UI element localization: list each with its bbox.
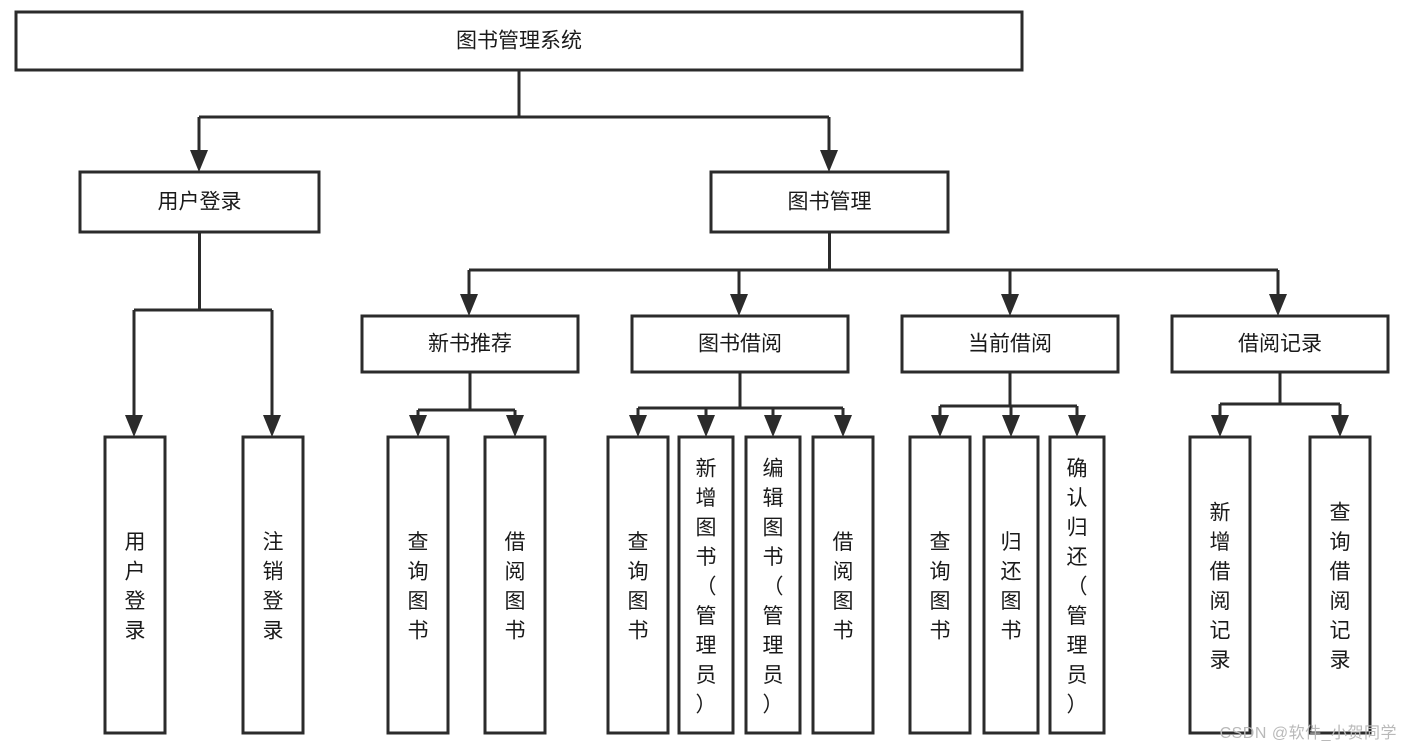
leaf-query-book-2-label: 查询图书 <box>628 531 649 643</box>
leaf-query-book-2[interactable]: 查询图书 <box>606 435 670 735</box>
node-book-borrow[interactable]: 图书借阅 <box>630 314 850 374</box>
leaf-query-book-3[interactable]: 查询图书 <box>908 435 972 735</box>
leaf-user-login-rect <box>103 435 167 735</box>
leaf-query-borrow-record-label: 查询借阅记录 <box>1330 502 1351 673</box>
leaf-edit-book-admin-label: 编辑图书（管理员） <box>763 457 784 716</box>
leaf-add-book-admin-label: 新增图书（管理员） <box>696 457 717 716</box>
leaf-query-borrow-record[interactable]: 查询借阅记录 <box>1308 435 1372 735</box>
node-borrow-record[interactable]: 借阅记录 <box>1170 314 1390 374</box>
node-user-login[interactable]: 用户登录 <box>78 170 321 234</box>
leaf-query-book-1-rect <box>386 435 450 735</box>
leaf-query-borrow-record-rect <box>1308 435 1372 735</box>
leaf-query-book-2-rect <box>606 435 670 735</box>
node-book-borrow-rect <box>630 314 850 374</box>
leaf-borrow-book-1-rect <box>483 435 547 735</box>
leaf-logout-login-label: 注销登录 <box>263 531 284 643</box>
node-book-management-rect <box>709 170 950 234</box>
node-root-label: 图书管理系统 <box>456 30 582 53</box>
leaf-logout-login[interactable]: 注销登录 <box>241 435 305 735</box>
leaf-add-book-admin-rect <box>677 435 735 735</box>
leaf-borrow-book-2-label: 借阅图书 <box>833 531 854 643</box>
leaf-edit-book-admin-rect <box>744 435 802 735</box>
leaf-borrow-book-1-label: 借阅图书 <box>505 531 526 643</box>
leaf-query-book-3-rect <box>908 435 972 735</box>
leaf-query-book-1-label: 查询图书 <box>408 531 429 643</box>
leaf-query-book-1[interactable]: 查询图书 <box>386 435 450 735</box>
leaf-confirm-return-admin-rect <box>1048 435 1106 735</box>
leaf-return-book[interactable]: 归还图书 <box>982 435 1040 735</box>
leaf-return-book-rect <box>982 435 1040 735</box>
node-new-book-recommend-label: 新书推荐 <box>428 333 512 356</box>
node-book-management[interactable]: 图书管理 <box>709 170 950 234</box>
node-book-management-label: 图书管理 <box>788 191 872 214</box>
leaf-borrow-book-2[interactable]: 借阅图书 <box>811 435 875 735</box>
leaf-return-book-label: 归还图书 <box>1001 531 1022 643</box>
leaf-user-login-label: 用户登录 <box>125 531 146 643</box>
leaf-add-borrow-record-label: 新增借阅记录 <box>1210 502 1231 673</box>
leaf-add-borrow-record-rect <box>1188 435 1252 735</box>
node-root[interactable]: 图书管理系统 <box>14 10 1024 72</box>
leaf-logout-login-rect <box>241 435 305 735</box>
node-book-borrow-label: 图书借阅 <box>698 333 782 356</box>
node-user-login-label: 用户登录 <box>158 191 242 214</box>
leaf-query-book-3-label: 查询图书 <box>930 531 951 643</box>
watermark-label: CSDN @软件_小贺同学 <box>1219 725 1397 742</box>
leaf-borrow-book-1[interactable]: 借阅图书 <box>483 435 547 735</box>
node-root-rect <box>14 10 1024 72</box>
leaf-confirm-return-admin[interactable]: 确认归还（管理员） <box>1048 435 1106 735</box>
leaf-borrow-book-2-rect <box>811 435 875 735</box>
node-new-book-recommend-rect <box>360 314 580 374</box>
node-current-borrow-rect <box>900 314 1120 374</box>
leaf-confirm-return-admin-label: 确认归还（管理员） <box>1067 457 1088 716</box>
leaf-add-borrow-record[interactable]: 新增借阅记录 <box>1188 435 1252 735</box>
node-current-borrow[interactable]: 当前借阅 <box>900 314 1120 374</box>
node-borrow-record-rect <box>1170 314 1390 374</box>
leaf-user-login[interactable]: 用户登录 <box>103 435 167 735</box>
leaf-add-book-admin[interactable]: 新增图书（管理员） <box>677 435 735 735</box>
node-new-book-recommend[interactable]: 新书推荐 <box>360 314 580 374</box>
leaf-edit-book-admin[interactable]: 编辑图书（管理员） <box>744 435 802 735</box>
node-borrow-record-label: 借阅记录 <box>1238 333 1322 356</box>
node-current-borrow-label: 当前借阅 <box>968 333 1052 356</box>
